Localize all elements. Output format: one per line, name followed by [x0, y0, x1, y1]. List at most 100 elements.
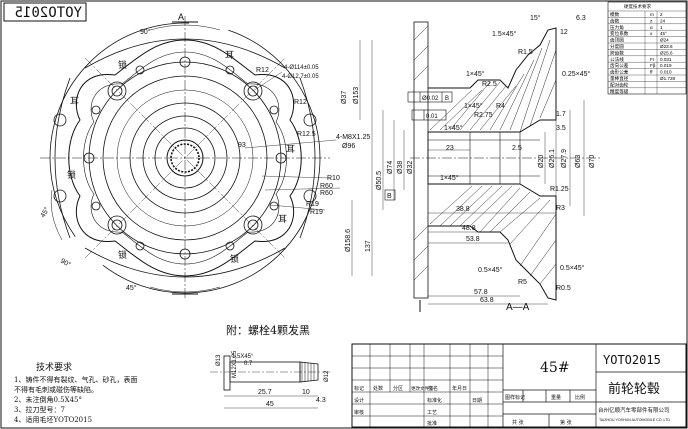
tech-req-line-4: 3、拉刀型号：7 — [14, 405, 65, 414]
property-symbol: Fr — [650, 57, 655, 62]
property-key: 分度圆 — [610, 43, 624, 50]
radius-label-1: R12 — [256, 67, 269, 74]
tech-req-line-5: 4、适用毛坯YOTO2015 — [14, 415, 92, 424]
section-view-labels: A—A 1×45° 1×45° 1×45° 1×45° 1.5×45° 0.25… — [341, 14, 596, 313]
front-view — [40, 16, 341, 300]
property-value: 0.031 — [660, 57, 672, 62]
dim-v-20: Ø20 — [538, 155, 545, 168]
chamfer-label-2: 1×45° — [464, 102, 483, 110]
property-symbol: Fβ — [650, 63, 656, 68]
radius-r275: R2.75 — [474, 112, 493, 119]
cast-char-4: 耳 — [286, 144, 295, 155]
tb-header-count: 处数 — [373, 385, 383, 392]
cast-char-6: 耳 — [278, 214, 287, 225]
dim-h-488: 48.8 — [462, 225, 476, 232]
property-key: 齿向公差 — [610, 62, 629, 69]
bolt-dia-12: Ø12 — [324, 370, 330, 382]
property-key: 齿顶圆 — [610, 38, 624, 44]
property-symbol: ff — [650, 70, 653, 75]
pcd-label: Ø96 — [342, 143, 355, 150]
property-key: 模数 — [610, 11, 620, 18]
dim-h-578: 57.8 — [474, 289, 488, 296]
tb-stage: 图样标记 — [505, 394, 525, 401]
angle-15: 15° — [530, 14, 541, 22]
bolt-len-43: 4.3 — [316, 397, 326, 404]
dim-v-38: Ø38 — [397, 161, 404, 174]
property-key: 变位系数 — [610, 30, 629, 37]
dim-h-23: 23 — [446, 145, 454, 152]
tb-row-approve: 批准 — [427, 420, 437, 427]
bolt-note: 附：螺栓4颗发黑 — [226, 323, 310, 337]
tb-row-process: 工艺 — [427, 410, 437, 416]
datum-label: B — [387, 193, 392, 200]
angle-bottom: 90° — [59, 257, 72, 269]
tolerance-value-1: Ø0.02 — [422, 96, 439, 102]
tolerance-ref-1: B — [445, 96, 449, 102]
tb-header-zone: 分区 — [393, 385, 403, 392]
dim-v-279: Ø27.9 — [561, 149, 568, 168]
property-key: 跨齿数 — [610, 49, 624, 56]
chamfer-label-6: 0.25×45° — [562, 70, 590, 78]
property-value: Ø1.728 — [660, 76, 676, 81]
cast-char-5: 锁 — [67, 169, 76, 181]
technical-requirements: 技术要求 1、铸件不得有裂纹、气孔、砂孔，表面 不得有毛刺或碰伤等缺陷。 2、未… — [14, 361, 137, 424]
tech-req-line-2: 不得有毛刺或碰伤等缺陷。 — [14, 385, 98, 394]
section-view — [351, 21, 600, 312]
bolt-thread: M12X1.25 — [232, 350, 238, 378]
cast-char-2: 耳 — [225, 50, 234, 61]
radius-label-2: R12 — [294, 99, 307, 106]
bolt-dia-13: Ø13 — [216, 354, 222, 366]
chamfer-label-7: 0.5×45° — [478, 266, 503, 274]
part-name: 前轮轮毂 — [608, 381, 660, 397]
dim-h-638: 63.8 — [480, 297, 494, 304]
radius-label-8: R19 — [310, 209, 323, 216]
tech-req-title: 技术要求 — [36, 361, 72, 373]
property-value: Ø23.6 — [660, 44, 673, 49]
tb-sheets-total: 共 张 — [512, 419, 524, 426]
bolt-chamfer: 1.5X45° — [232, 354, 254, 360]
tb-weight: 重量 — [551, 394, 561, 401]
material-label: 45# — [540, 360, 570, 376]
section-label-aa: A—A — [506, 302, 530, 313]
property-symbol: x — [650, 31, 653, 36]
tb-scale: 比例 — [575, 394, 585, 401]
company-cn: 台州亿顺汽车零部件有限公司 — [598, 406, 670, 414]
radius-r15: R1.5 — [518, 49, 533, 56]
section-label-a-top: A — [178, 12, 184, 22]
dim-v-137: 137 — [365, 240, 372, 252]
property-value: 1 — [660, 25, 663, 30]
property-symbol: m — [650, 12, 654, 17]
radius-label-5: R60 — [320, 183, 333, 190]
property-value: 24 — [660, 18, 666, 23]
angle-top: 90° — [140, 28, 151, 36]
dim-h-25: 2.5 — [512, 145, 522, 152]
dim-h-12: 12 — [560, 29, 568, 36]
dim-v-37: Ø37 — [341, 91, 348, 104]
angle-left-bottom: 45° — [126, 284, 137, 292]
tb-header-sign: 签名 — [428, 385, 438, 392]
property-key: 配对齿轮 — [610, 81, 629, 88]
property-key: 量棒直径 — [610, 75, 629, 82]
tech-req-line-3: 2、未注倒角0.5X45° — [14, 395, 82, 404]
radius-label-3: R12.5 — [297, 131, 316, 138]
dim-v-74: Ø74 — [387, 161, 394, 174]
stamp-code-box: YOTO2015 — [3, 2, 87, 22]
radius-label-6: R60 — [320, 190, 333, 197]
tb-row-check: 审核 — [354, 409, 364, 416]
dim-v-261: Ø26.1 — [549, 149, 556, 168]
property-value: 2 — [660, 12, 663, 17]
property-value: 0.010 — [660, 70, 672, 75]
radius-r125: R1.25 — [550, 186, 569, 193]
bolt-dim-07: 0.7 — [244, 361, 253, 367]
holes-note-1: 4-Ø114±0.05 — [284, 65, 319, 71]
stamp-code: YOTO2015 — [15, 5, 82, 21]
radius-r05: R0.5 — [556, 285, 571, 292]
cast-char-1: 锁 — [118, 59, 127, 71]
tb-header-mark: 标记 — [354, 385, 364, 392]
cast-char-8: 锁 — [230, 253, 239, 265]
property-key: 齿形公差 — [610, 69, 629, 76]
property-value: 45° — [660, 31, 667, 36]
chamfer-label-1: 1×45° — [466, 70, 485, 78]
